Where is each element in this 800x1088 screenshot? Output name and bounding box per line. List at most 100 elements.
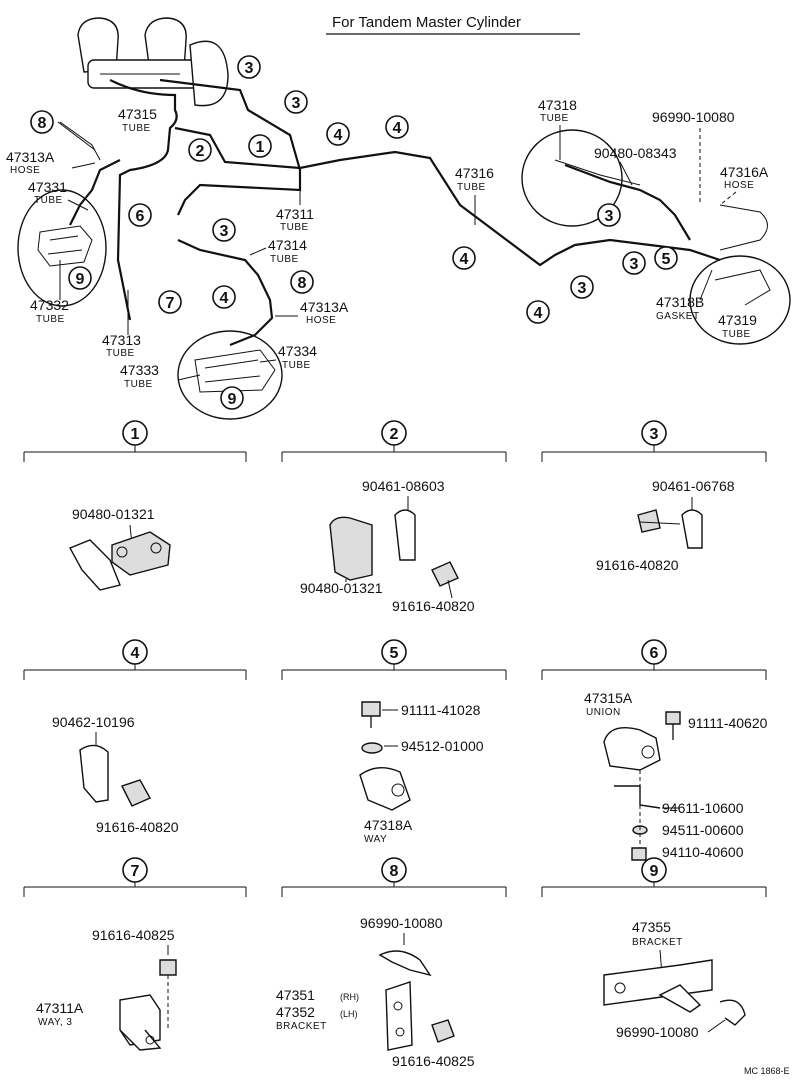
detail-6-part-94110-40600: 94110-40600 [662,844,744,860]
label-47315: 47315 [118,106,157,122]
callout-3-upper: 3 [284,90,308,114]
callout-4-c: 4 [212,285,236,309]
label-47313: 47313 [102,332,141,348]
svg-text:9: 9 [228,391,237,408]
callout-9-center: 9 [220,386,244,410]
svg-text:4: 4 [393,120,402,137]
leader-lines [57,121,737,381]
detail-1: 1 90480-01321 [69,420,171,591]
callout-6: 6 [128,203,152,227]
svg-text:9: 9 [650,863,659,880]
detail-4: 4 90462-10196 91616-40820 [52,639,179,835]
label-47313a-center: 47313A [300,299,349,315]
svg-text:3: 3 [650,426,659,443]
detail-7: 7 91616-40825 47311A WAY, 3 [36,857,177,1051]
label-47318-sub: TUBE [540,113,569,124]
label-47333: 47333 [120,362,159,378]
callout-5: 5 [654,246,678,270]
label-47331-sub: TUBE [34,195,63,206]
svg-text:8: 8 [298,275,307,292]
svg-text:3: 3 [220,223,229,240]
detail-1-part-90480-01321: 90480-01321 [72,506,155,522]
callout-3-right-a: 3 [597,203,621,227]
drum-right-bottom [689,255,791,345]
detail-4-part-90462-10196: 90462-10196 [52,714,135,730]
detail-3: 3 90461-06768 91616-40820 [596,420,735,573]
detail-2-part-90480-01321: 90480-01321 [300,580,383,596]
callout-4-e: 4 [526,300,550,324]
label-90480-08343: 90480-08343 [594,145,677,161]
callout-8-left: 8 [30,110,54,134]
detail-9-part-47355: 47355 [632,919,671,935]
callout-3-lower: 3 [570,275,594,299]
drum-right-top [521,129,641,227]
detail-6: 6 47315A UNION 91111-40620 94611-10600 9… [584,639,768,861]
svg-text:3: 3 [245,60,254,77]
label-47313-sub: TUBE [106,348,135,359]
detail-5-part-91111-41028: 91111-41028 [401,702,481,718]
detail-3-part-90461-06768: 90461-06768 [652,478,735,494]
label-47316a: 47316A [720,164,769,180]
label-47313a-center-sub: HOSE [306,315,336,326]
detail-6-part-94511-00600: 94511-00600 [662,822,744,838]
label-47319: 47319 [718,312,757,328]
label-47311-sub: TUBE [280,222,309,233]
detail-7-part-47311a-sub: WAY, 3 [38,1017,73,1028]
callout-2: 2 [188,138,212,162]
detail-8-part-91616-40825: 91616-40825 [392,1053,475,1069]
svg-text:9: 9 [76,271,85,288]
label-47332: 47332 [30,297,69,313]
detail-7-part-91616-40825: 91616-40825 [92,927,175,943]
svg-text:7: 7 [131,863,140,880]
detail-8-part-47352-lh: (LH) [340,1009,358,1019]
detail-8-part-47352: 47352 [276,1004,315,1020]
detail-2-part-90461-08603: 90461-08603 [362,478,445,494]
detail-8-part-47351: 47351 [276,987,315,1003]
callout-3-top: 3 [237,55,261,79]
label-47331: 47331 [28,179,67,195]
svg-text:4: 4 [220,290,229,307]
detail-8: 8 96990-10080 47351 (RH) 47352 (LH) BRAC… [276,857,475,1069]
callout-9-left: 9 [68,266,92,290]
svg-text:4: 4 [131,645,140,662]
callout-7: 7 [158,290,182,314]
svg-text:8: 8 [390,863,399,880]
label-47316-sub: TUBE [457,182,486,193]
label-47311: 47311 [276,206,314,222]
master-cylinder [77,17,229,107]
label-47316: 47316 [455,165,494,181]
detail-5-part-47318a-sub: WAY [364,834,387,845]
label-47315-sub: TUBE [122,123,151,134]
svg-text:3: 3 [605,208,614,225]
svg-text:6: 6 [650,645,659,662]
detail-5-part-94512-01000: 94512-01000 [401,738,484,754]
label-47334: 47334 [278,343,317,359]
detail-6-part-91111-40620: 91111-40620 [688,715,768,731]
detail-6-part-94611-10600: 94611-10600 [662,800,744,816]
label-47314: 47314 [268,237,307,253]
svg-text:4: 4 [534,305,543,322]
label-96990-10080-top: 96990-10080 [652,109,735,125]
footer-code: MC 1868-E [744,1066,790,1076]
label-47318: 47318 [538,97,577,113]
detail-8-part-47352-sub: BRACKET [276,1021,327,1032]
label-47332-sub: TUBE [36,314,65,325]
label-47313a-left: 47313A [6,149,55,165]
svg-text:6: 6 [136,208,145,225]
callout-1: 1 [248,134,272,158]
label-47314-sub: TUBE [270,254,299,265]
label-47318b-sub: GASKET [656,311,700,322]
drum-center [177,330,283,420]
detail-8-part-47351-rh: (RH) [340,992,359,1002]
svg-text:4: 4 [334,127,343,144]
detail-2-part-91616-40820: 91616-40820 [392,598,475,614]
svg-text:2: 2 [390,426,399,443]
label-47316a-sub: HOSE [724,180,754,191]
detail-9-part-96990-10080: 96990-10080 [616,1024,699,1040]
svg-text:5: 5 [390,645,399,662]
svg-text:7: 7 [166,295,175,312]
svg-text:8: 8 [38,115,47,132]
svg-text:3: 3 [292,95,301,112]
detail-7-part-47311a: 47311A [36,1000,84,1016]
